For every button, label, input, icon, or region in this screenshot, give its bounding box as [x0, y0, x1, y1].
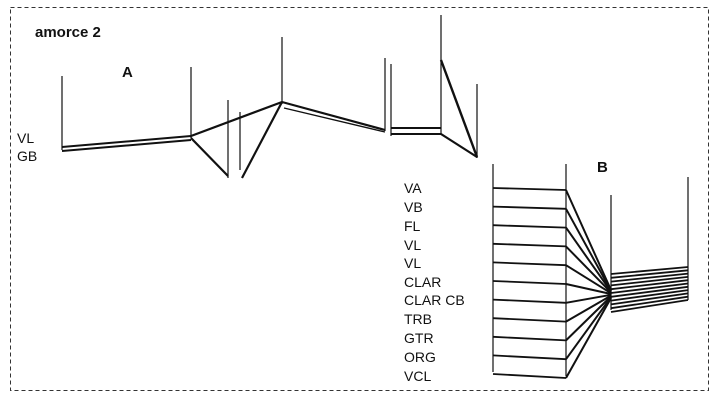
voice-line [610, 279, 689, 291]
voice-line [492, 335, 567, 342]
voice-line [439, 59, 479, 158]
voice-line [492, 317, 567, 323]
voice-line [610, 289, 689, 302]
section-b-instrument-8: TRB [404, 311, 432, 327]
section-b-instrument-7: CLAR CB [404, 292, 465, 308]
section-b-instrument-6: CLAR [404, 274, 441, 290]
section-b-instrument-3: FL [404, 218, 421, 234]
voice-line [565, 208, 612, 292]
section-b-instrument-1: VA [404, 180, 422, 196]
voice-line [610, 295, 689, 310]
voice-line [565, 264, 612, 295]
voice-line [190, 100, 283, 138]
voice-line [565, 296, 612, 360]
voice-line [492, 354, 567, 361]
diagram-title: amorce 2 [35, 24, 101, 41]
voice-line [565, 295, 612, 342]
voice-line [440, 133, 478, 158]
voice-line [610, 272, 689, 283]
voice-line [610, 299, 689, 313]
voice-line [565, 189, 612, 291]
voice-line [492, 242, 567, 248]
voice-line [610, 266, 689, 275]
voice-line [190, 137, 229, 177]
section-a-lines [61, 15, 479, 179]
voice-line [492, 205, 567, 210]
voice-line [565, 245, 612, 294]
section-b-instrument-5: VL [404, 255, 421, 271]
section-b-instrument-10: ORG [404, 349, 436, 365]
voice-line [565, 297, 612, 379]
section-b-instrument-2: VB [404, 199, 423, 215]
voice-line [610, 292, 689, 306]
voice-line [610, 282, 689, 294]
section-b-instrument-4: VL [404, 237, 421, 253]
voice-line [565, 294, 612, 323]
section-b-voices [492, 187, 689, 379]
voice-line [610, 285, 689, 298]
voice-line [492, 187, 567, 191]
voice-line [492, 298, 567, 304]
section-b-instrument-labels: VA VB FL VL VL CLAR CLAR CB TRB GTR ORG … [404, 180, 465, 384]
voice-line [610, 269, 689, 279]
section-a-instrument-1: VL [17, 130, 34, 146]
voice-line [492, 261, 567, 267]
section-a-instrument-2: GB [17, 148, 37, 164]
voice-line [283, 107, 386, 133]
section-b-label: B [597, 159, 608, 176]
section-b-instrument-11: VCL [404, 368, 431, 384]
voice-line [565, 227, 612, 293]
section-b-instrument-9: GTR [404, 330, 434, 346]
voice-line [61, 135, 192, 148]
voice-line [492, 224, 567, 229]
voice-line [61, 139, 192, 152]
voice-line [610, 276, 689, 287]
dashed-frame [10, 7, 709, 391]
voice-line [565, 293, 612, 304]
voice-line [281, 100, 386, 132]
section-a-label: A [122, 64, 133, 81]
voice-line [492, 373, 567, 379]
voice-line [492, 280, 567, 285]
voice-line [241, 101, 283, 179]
voice-line [565, 283, 612, 295]
